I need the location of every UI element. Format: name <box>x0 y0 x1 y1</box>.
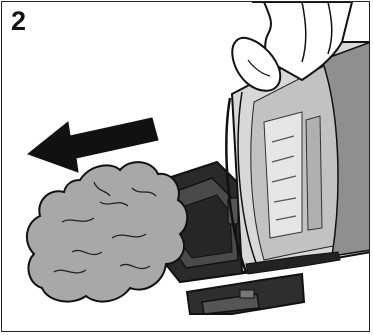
dust-clump-icon <box>27 162 187 301</box>
emptying-dust-bin-illustration <box>2 2 370 332</box>
vacuum-body <box>187 274 304 314</box>
instruction-panel: 2 <box>1 1 370 332</box>
